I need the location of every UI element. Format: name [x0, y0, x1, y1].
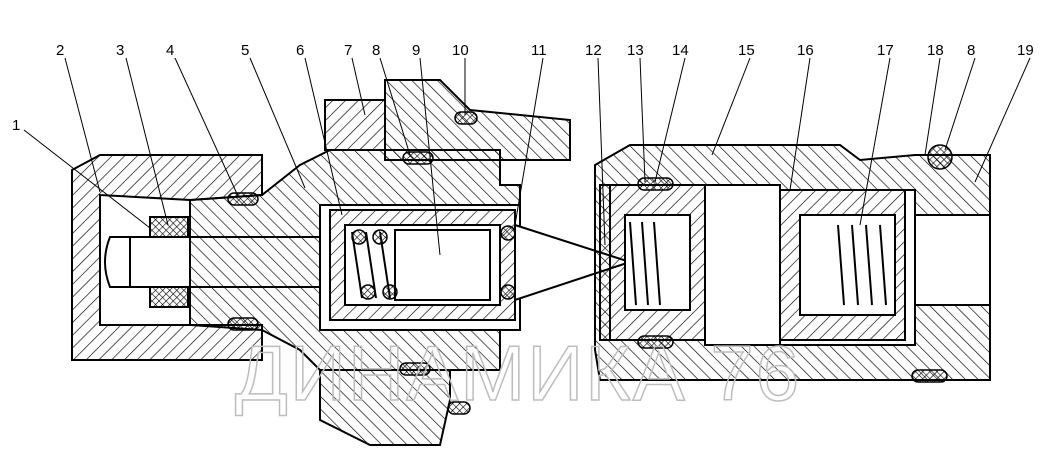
- callout-9: 9: [412, 42, 420, 59]
- body-parts: [71, 79, 991, 446]
- callout-8: 8: [372, 42, 380, 59]
- o-rings: [227, 111, 953, 415]
- callout-15: 15: [738, 42, 755, 59]
- callout-2: 2: [56, 42, 64, 59]
- callout-12: 12: [585, 42, 602, 59]
- callout-13: 13: [627, 42, 644, 59]
- callout-11: 11: [531, 42, 547, 59]
- callout-5: 5: [241, 42, 249, 59]
- callout-7: 7: [344, 42, 352, 59]
- watermark: ДИНАМИКА 76: [235, 329, 801, 417]
- leader-lines: [23, 57, 1031, 256]
- callout-18: 18: [927, 42, 944, 59]
- callout-6: 6: [296, 42, 304, 59]
- callout-16: 16: [797, 42, 814, 59]
- callout-10: 10: [452, 42, 469, 59]
- callout-1: 1: [12, 117, 20, 134]
- callout-4: 4: [166, 42, 174, 59]
- callout-14: 14: [672, 42, 689, 59]
- callout-8b: 8: [967, 42, 975, 59]
- callout-17: 17: [877, 42, 894, 59]
- springs: [351, 221, 887, 306]
- callout-19: 19: [1017, 42, 1034, 59]
- callout-3: 3: [116, 42, 124, 59]
- callout-labels: 1 2 3 4 5 6 7 8 9 10 11 12 13 14 15 16 1…: [12, 42, 1034, 134]
